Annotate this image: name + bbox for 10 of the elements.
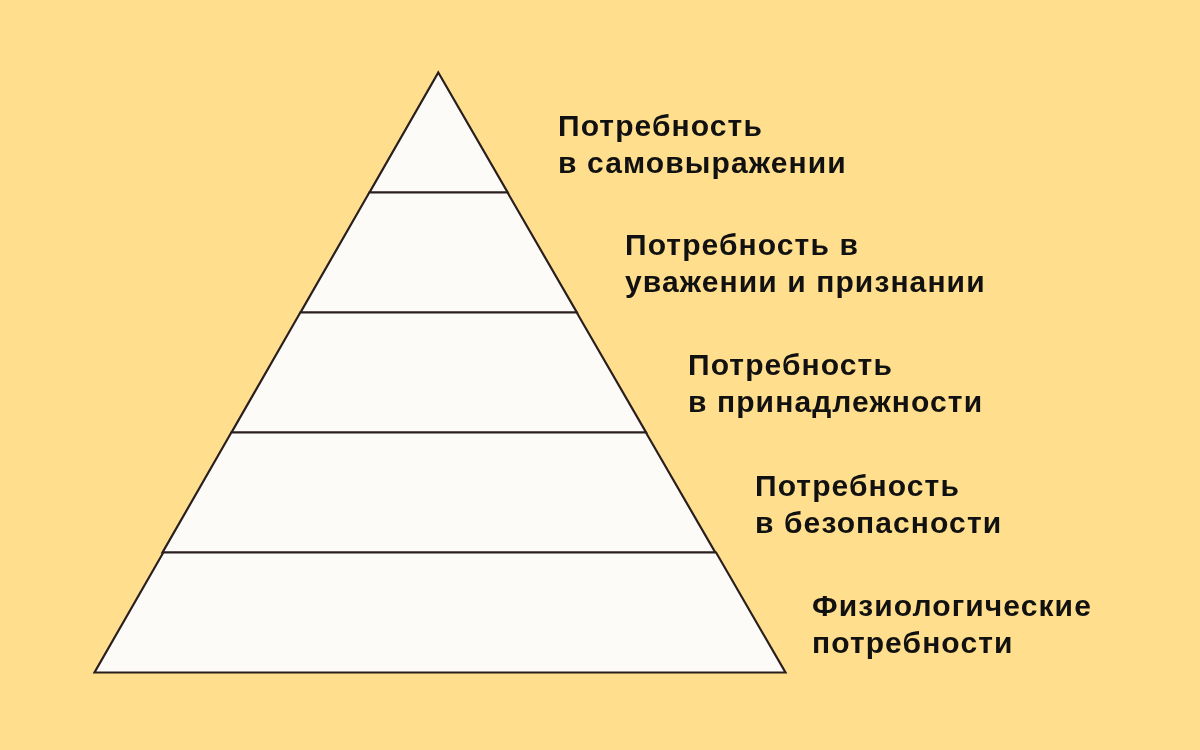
tier-label: Потребность в самовыражении: [558, 108, 847, 181]
pyramid-tier: [367, 70, 509, 194]
tier-label: Потребность в безопасности: [755, 468, 1003, 541]
tier-label: Потребность в принадлежности: [688, 347, 984, 420]
pyramid-tier: [161, 430, 718, 554]
pyramid-tier: [92, 550, 787, 674]
tier-label: Физиологические потребности: [812, 588, 1092, 661]
tier-label: Потребность в уважении и признании: [625, 227, 986, 300]
pyramid-tier: [230, 310, 648, 434]
pyramid-tier: [298, 190, 579, 314]
